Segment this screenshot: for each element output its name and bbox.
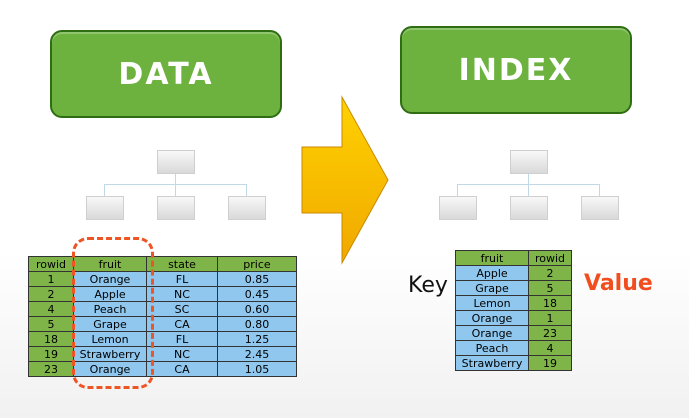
table-cell: 19 xyxy=(28,346,74,362)
column-header: price xyxy=(217,256,297,272)
table-row: 5 Grape CA 0.80 xyxy=(28,316,297,332)
table-cell: Grape xyxy=(455,280,529,296)
table-cell: 18 xyxy=(28,331,74,347)
table-row: 19 Strawberry NC 2.45 xyxy=(28,346,297,362)
table-cell: 23 xyxy=(28,361,74,377)
table-cell: NC xyxy=(146,286,218,302)
table-row: Apple 2 xyxy=(455,265,572,281)
table-cell: 4 xyxy=(28,301,74,317)
index-title: INDEX xyxy=(400,26,632,114)
right-arrow-icon xyxy=(301,95,389,265)
table-cell: Apple xyxy=(73,286,147,302)
table-cell: 0.85 xyxy=(217,271,297,287)
fruit-column-highlight xyxy=(72,237,154,389)
table-row: Orange 1 xyxy=(455,310,572,326)
table-cell: 1 xyxy=(28,271,74,287)
table-cell: Grape xyxy=(73,316,147,332)
tree-child-node xyxy=(157,196,195,220)
table-cell: 19 xyxy=(528,355,572,371)
tree-root-node xyxy=(510,150,548,174)
table-cell: Peach xyxy=(455,340,529,356)
table-row: Lemon 18 xyxy=(455,295,572,311)
tree-root-node xyxy=(157,150,195,174)
tree-child-node xyxy=(581,196,619,220)
data-table: rowid fruit state price 1 Orange FL 0.85… xyxy=(28,256,297,377)
table-cell: 2 xyxy=(528,265,572,281)
table-row: 23 Orange CA 1.05 xyxy=(28,361,297,377)
data-tree-diagram xyxy=(86,148,266,228)
key-label: Key xyxy=(408,273,448,298)
table-cell: 18 xyxy=(528,295,572,311)
table-row: Grape 5 xyxy=(455,280,572,296)
table-header-row: rowid fruit state price xyxy=(28,256,297,272)
data-title: DATA xyxy=(50,30,282,118)
table-row: 4 Peach SC 0.60 xyxy=(28,301,297,317)
table-cell: 5 xyxy=(28,316,74,332)
table-cell: 4 xyxy=(528,340,572,356)
table-cell: Strawberry xyxy=(455,355,529,371)
table-row: Peach 4 xyxy=(455,340,572,356)
table-cell: FL xyxy=(146,331,218,347)
table-cell: Orange xyxy=(73,361,147,377)
table-cell: 23 xyxy=(528,325,572,341)
table-cell: 1.05 xyxy=(217,361,297,377)
column-header: state xyxy=(146,256,218,272)
table-cell: 2.45 xyxy=(217,346,297,362)
table-row: 18 Lemon FL 1.25 xyxy=(28,331,297,347)
table-cell: Orange xyxy=(73,271,147,287)
table-cell: Apple xyxy=(455,265,529,281)
table-cell: 1.25 xyxy=(217,331,297,347)
tree-child-node xyxy=(510,196,548,220)
table-cell: 1 xyxy=(528,310,572,326)
table-cell: Lemon xyxy=(73,331,147,347)
table-row: 1 Orange FL 0.85 xyxy=(28,271,297,287)
column-header: rowid xyxy=(528,250,572,266)
index-tree-diagram xyxy=(439,148,619,228)
table-cell: 0.80 xyxy=(217,316,297,332)
value-label: Value xyxy=(584,271,653,296)
table-cell: 0.45 xyxy=(217,286,297,302)
column-header: rowid xyxy=(28,256,74,272)
column-header: fruit xyxy=(455,250,529,266)
table-cell: NC xyxy=(146,346,218,362)
tree-child-node xyxy=(228,196,266,220)
tree-child-node xyxy=(439,196,477,220)
table-row: Orange 23 xyxy=(455,325,572,341)
column-header: fruit xyxy=(73,256,147,272)
table-cell: Lemon xyxy=(455,295,529,311)
table-cell: Orange xyxy=(455,325,529,341)
table-cell: CA xyxy=(146,361,218,377)
table-header-row: fruit rowid xyxy=(455,250,572,266)
table-cell: SC xyxy=(146,301,218,317)
table-cell: 0.60 xyxy=(217,301,297,317)
table-cell: CA xyxy=(146,316,218,332)
table-cell: 2 xyxy=(28,286,74,302)
table-cell: Orange xyxy=(455,310,529,326)
tree-child-node xyxy=(86,196,124,220)
index-table: fruit rowid Apple 2 Grape 5 Lemon 18 Ora… xyxy=(455,250,572,371)
table-cell: 5 xyxy=(528,280,572,296)
table-row: Strawberry 19 xyxy=(455,355,572,371)
table-row: 2 Apple NC 0.45 xyxy=(28,286,297,302)
table-cell: FL xyxy=(146,271,218,287)
